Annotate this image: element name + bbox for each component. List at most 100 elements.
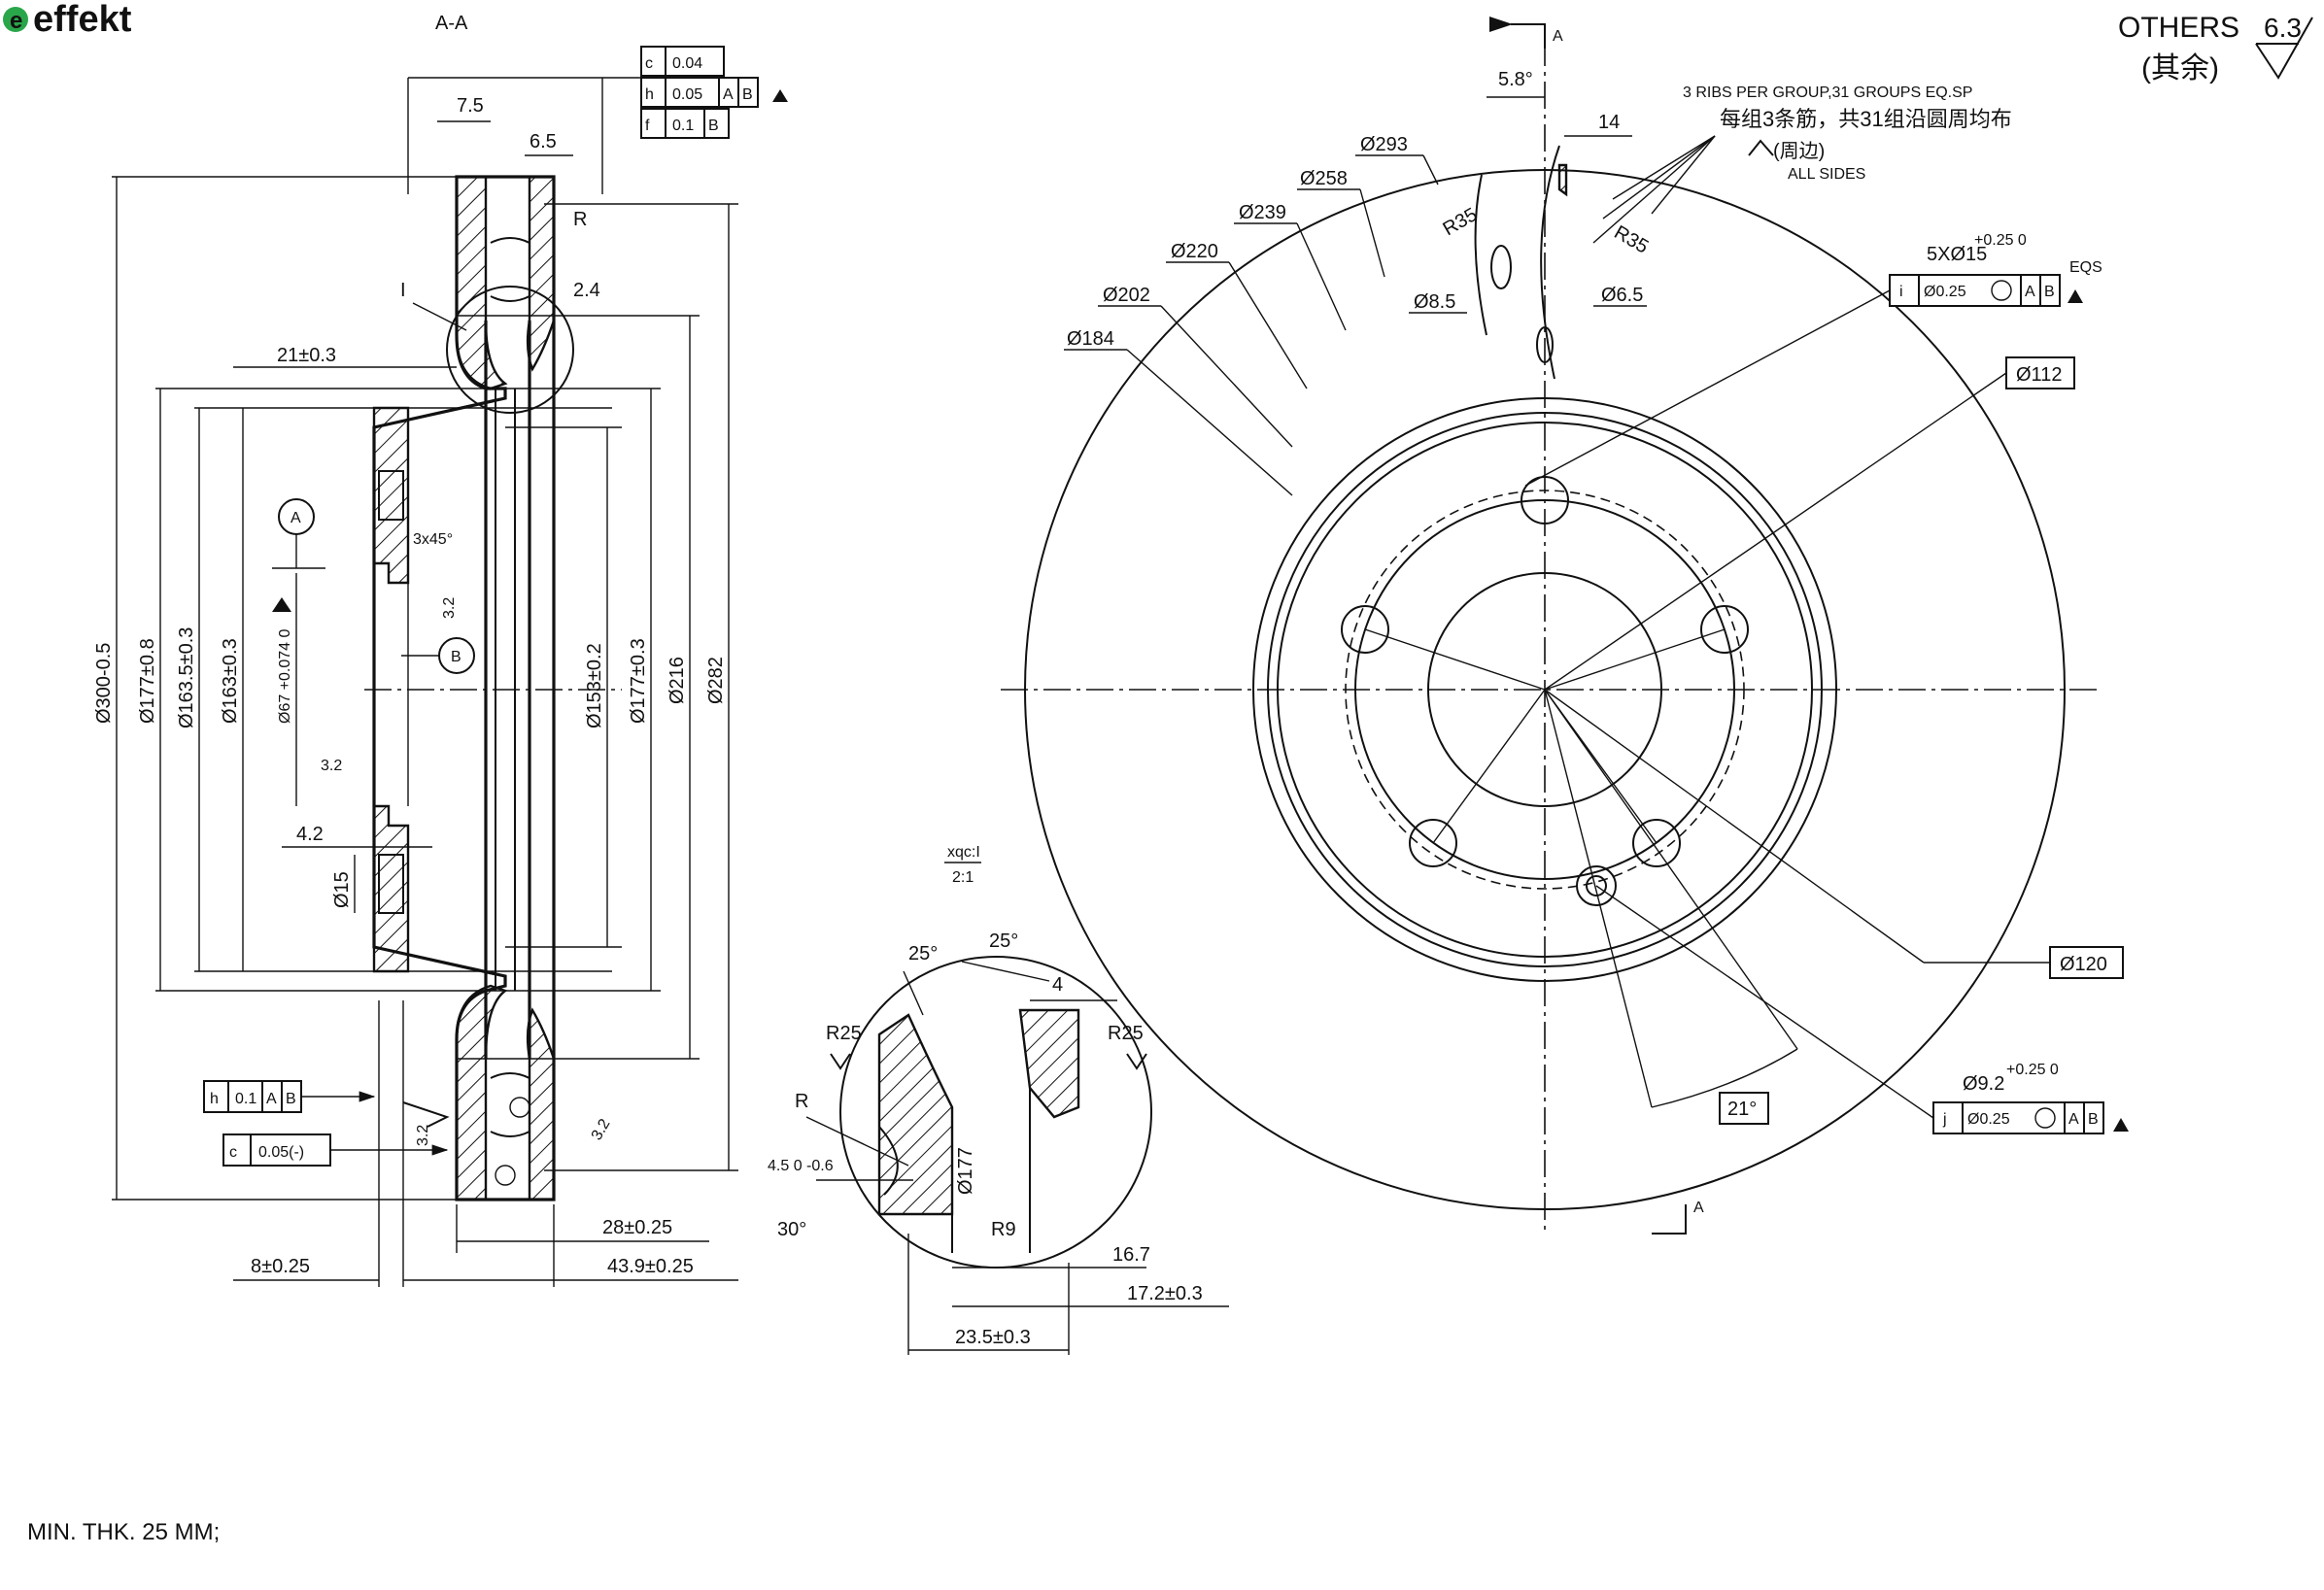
svg-text:A: A [2025,284,2035,300]
gdt-frame-bottom: h 0.1 A B c 0.05(-) [203,1080,449,1167]
dim-d177b: Ø177±0.3 [628,638,649,724]
radius-r35-b: R35 [1611,221,1653,257]
dim-d8-5: Ø8.5 [1414,291,1455,313]
svg-text:0.04: 0.04 [672,55,702,72]
dim-21: 21±0.3 [277,345,336,366]
detail-r: R [795,1091,808,1112]
dim-14: 14 [1598,112,1620,133]
dim-d15: Ø15 [331,871,353,908]
detail-view: xqc:I 2:1 25° 25° 30° 4 R25 R25 R 4.5 0 … [768,844,1229,1355]
svg-text:h: h [210,1091,219,1107]
dim-d282: Ø282 [705,657,727,704]
svg-text:0.1: 0.1 [672,118,694,134]
svg-text:B: B [708,118,719,134]
svg-text:Ø258: Ø258 [1300,168,1348,189]
svg-text:Ø239: Ø239 [1239,202,1286,223]
detail-r25-b: R25 [1108,1023,1144,1044]
detail-scale: 2:1 [952,869,974,886]
datum-b-label: B [451,649,461,665]
dim-2-4: 2.4 [573,280,600,301]
ribs-note-en: 3 RIBS PER GROUP,31 GROUPS EQ.SP [1683,85,1972,101]
others-cn-label: (其余) [2141,52,2219,85]
datum-a-label: A [290,510,301,526]
svg-text:0.05(-): 0.05(-) [258,1144,304,1161]
dim-5-8deg: 5.8° [1498,69,1533,90]
dim-6-5: 6.5 [530,131,557,152]
svg-text:5XØ15: 5XØ15 [1927,244,1987,265]
detail-dim-16-7: 16.7 [1112,1244,1150,1266]
detail-d177: Ø177 [955,1147,976,1195]
svg-text:h: h [645,86,654,103]
dim-d112: Ø112 [2016,364,2062,386]
svg-text:Ø184: Ø184 [1067,328,1114,350]
svg-text:c: c [645,55,653,72]
svg-text:A: A [266,1091,277,1107]
dim-28: 28±0.25 [602,1217,672,1238]
svg-text:B: B [742,86,753,103]
dim-d163-5: Ø163.5±0.3 [176,627,197,728]
detail-dim-23-5: 23.5±0.3 [955,1327,1031,1348]
angle-25-b: 25° [989,930,1018,952]
others-label: OTHERS [2118,12,2239,44]
dim-4-2: 4.2 [296,824,324,845]
dim-d120: Ø120 [2060,954,2107,975]
dim-7-5: 7.5 [457,95,484,117]
effekt-logo: e effekt [3,0,132,40]
svg-text:EQS: EQS [2069,259,2102,276]
holes-callout-2: Ø9.2 +0.25 0 j Ø0.25 A B [1595,885,2129,1134]
ribs-note-cn: 每组3条筋，共31组沿圆周均布 [1720,107,2012,131]
finish-value: 6.3 [2264,13,2302,43]
detail-dim-4-5: 4.5 0 -0.6 [768,1158,834,1174]
finish-symbol-icon [2255,17,2313,80]
svg-text:i: i [1899,284,1903,300]
dim-d300: Ø300-0.5 [93,643,115,724]
chamfer-label: 3x45° [413,531,453,548]
dim-d6-5: Ø6.5 [1601,285,1643,306]
svg-text:Ø293: Ø293 [1360,134,1408,155]
detail-r25-a: R25 [826,1023,862,1044]
angle-21: 21° [1727,1099,1757,1120]
dim-d216: Ø216 [666,657,688,704]
section-view: 7.5 6.5 R 2.4 I c 0.04 h 0.05 A B f 0.1 [93,46,788,1287]
dim-d67: Ø67 +0.074 0 [277,628,293,724]
svg-text:0.1: 0.1 [235,1091,256,1107]
surface-finish-note: OTHERS (其余) 6.3 [2118,12,2313,85]
svg-text:A: A [2068,1111,2079,1128]
svg-text:Ø0.25: Ø0.25 [1967,1111,2010,1128]
svg-text:c: c [229,1144,237,1161]
svg-text:+0.25 0: +0.25 0 [2006,1062,2059,1078]
angle-30: 30° [777,1219,806,1240]
detail-r9: R9 [991,1219,1016,1240]
detail-label: xqc:I [947,844,980,861]
svg-text:B: B [286,1091,296,1107]
angle-25-a: 25° [908,943,938,964]
dim-8: 8±0.25 [251,1256,310,1277]
svg-text:+0.25 0: +0.25 0 [1974,232,2027,249]
svg-text:3.2: 3.2 [589,1116,614,1143]
svg-text:Ø202: Ø202 [1103,285,1150,306]
dim-d153: Ø153±0.2 [584,643,605,728]
section-mark-a-top: A [1553,28,1563,45]
svg-text:B: B [2088,1111,2099,1128]
svg-text:j: j [1942,1111,1947,1128]
diameter-callouts: Ø293 Ø258 Ø239 Ø220 Ø202 Ø184 [1064,134,1439,496]
all-sides-cn: (周边) [1773,140,1825,162]
section-mark-a-bottom: A [1693,1200,1704,1216]
svg-text:A: A [723,86,734,103]
svg-text:Ø220: Ø220 [1171,241,1218,262]
min-thickness-note: MIN. THK. 25 MM; [27,1519,220,1545]
logo-text: effekt [33,0,132,40]
detail-dim-17-2: 17.2±0.3 [1127,1283,1203,1304]
finish-3-2-a: 3.2 [321,758,342,774]
gdt-frame-top: c 0.04 h 0.05 A B f 0.1 B [640,46,788,139]
svg-text:3.2: 3.2 [441,597,458,619]
section-label: A-A [435,13,468,34]
radius-r: R [573,209,587,230]
detail-ref-i: I [400,280,406,301]
detail-dim-4: 4 [1052,974,1063,996]
dim-43-9: 43.9±0.25 [607,1256,694,1277]
dim-d163: Ø163±0.3 [220,638,241,724]
svg-text:e: e [10,8,22,34]
svg-text:f: f [645,118,650,134]
